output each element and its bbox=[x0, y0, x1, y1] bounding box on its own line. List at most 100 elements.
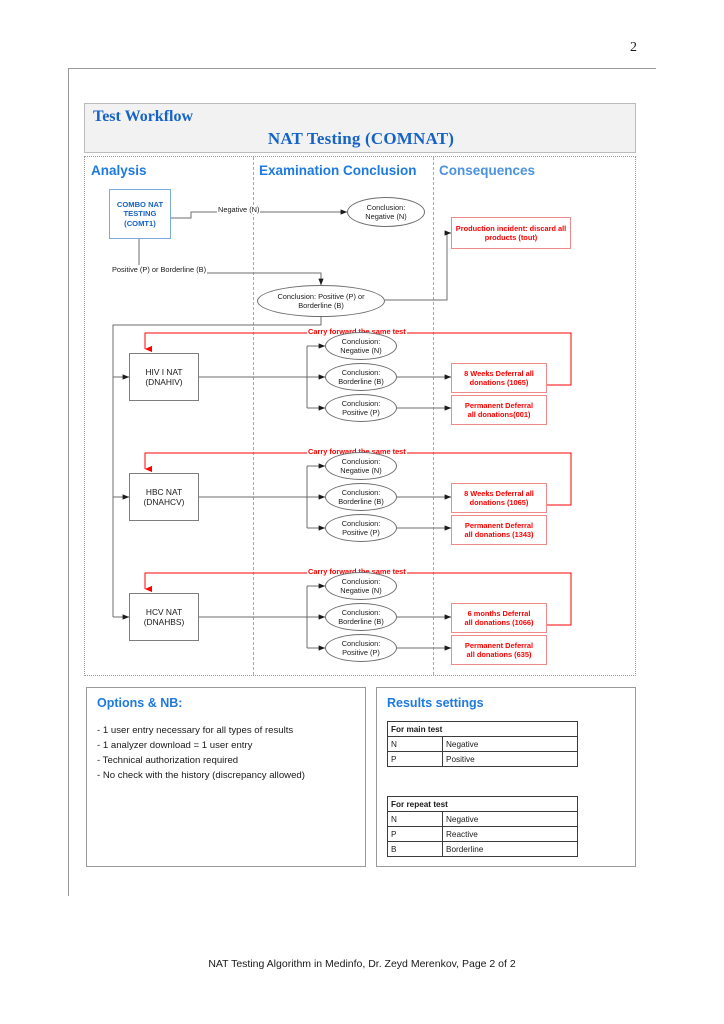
page-number: 2 bbox=[630, 40, 637, 55]
node-hiv-conclusion-positive[interactable]: Conclusion: Positive (P) bbox=[325, 394, 397, 422]
test-hbc-line-1: HBC NAT bbox=[145, 486, 183, 497]
hiv-positive-line-1: Conclusion: bbox=[341, 398, 381, 408]
edge-label-negative: Negative (N) bbox=[217, 205, 261, 214]
main-test-meaning-2: Positive bbox=[442, 751, 578, 767]
hiv-deferral-borderline-line-2: donations (1065) bbox=[469, 378, 529, 387]
options-panel-title: Options & NB: bbox=[97, 696, 183, 710]
test-hiv-line-2: (DNAHIV) bbox=[145, 377, 183, 387]
repeat-test-meaning-3: Borderline bbox=[442, 841, 578, 857]
repeat-test-meaning-1: Negative bbox=[442, 811, 578, 827]
options-item-4: - No check with the history (discrepancy… bbox=[97, 769, 305, 781]
table-row-header: For main test bbox=[387, 721, 578, 737]
node-hbc-conclusion-positive[interactable]: Conclusion: Positive (P) bbox=[325, 514, 397, 542]
table-row-header: For repeat test bbox=[387, 796, 578, 812]
page-frame-left-rule bbox=[68, 68, 69, 896]
conclusion-negative-line-2: Negative (N) bbox=[365, 212, 407, 221]
flow-diagram: Analysis Examination Conclusion Conseque… bbox=[84, 156, 636, 676]
test-hbc-line-2: (DNAHCV) bbox=[143, 497, 185, 507]
node-hbc-deferral-positive[interactable]: Permanent Deferral all donations (1343) bbox=[451, 515, 547, 545]
node-combo-nat-testing[interactable]: COMBO NAT TESTING (COMT1) bbox=[109, 189, 171, 239]
hiv-borderline-line-2: Borderline (B) bbox=[338, 377, 384, 386]
hcv-borderline-line-1: Conclusion: bbox=[341, 607, 381, 617]
hcv-positive-line-2: Positive (P) bbox=[342, 648, 380, 657]
page-footer: NAT Testing Algorithm in Medinfo, Dr. Ze… bbox=[208, 958, 516, 970]
main-test-code-2: P bbox=[387, 751, 443, 767]
title-band: Test Workflow NAT Testing (COMNAT) bbox=[84, 103, 636, 153]
hbc-borderline-line-1: Conclusion: bbox=[341, 487, 381, 497]
page-frame-top-rule bbox=[68, 68, 656, 69]
table-row: N Negative bbox=[387, 811, 578, 827]
table-row: P Reactive bbox=[387, 826, 578, 842]
node-hbc-conclusion-borderline[interactable]: Conclusion: Borderline (B) bbox=[325, 483, 397, 511]
hcv-negative-line-2: Negative (N) bbox=[340, 586, 382, 595]
hcv-positive-line-1: Conclusion: bbox=[341, 638, 381, 648]
node-hiv-conclusion-negative[interactable]: Conclusion: Negative (N) bbox=[325, 332, 397, 360]
repeat-test-header: For repeat test bbox=[387, 796, 578, 812]
hbc-deferral-borderline-line-2: donations (1065) bbox=[469, 498, 529, 507]
results-panel-title: Results settings bbox=[387, 696, 484, 710]
hcv-deferral-positive-line-2: all donations (635) bbox=[466, 650, 532, 659]
hiv-positive-line-2: Positive (P) bbox=[342, 408, 380, 417]
test-hcv-line-2: (DNAHBS) bbox=[143, 617, 185, 627]
combo-line-3: (COMT1) bbox=[124, 218, 156, 228]
hbc-deferral-borderline-line-1: 8 Weeks Deferral all bbox=[464, 488, 534, 498]
column-divider-1 bbox=[253, 157, 254, 675]
node-test-hiv[interactable]: HIV I NAT (DNAHIV) bbox=[129, 353, 199, 401]
main-test-table: For main test N Negative P Positive bbox=[387, 721, 578, 767]
node-test-hbc[interactable]: HBC NAT (DNAHCV) bbox=[129, 473, 199, 521]
hbc-borderline-line-2: Borderline (B) bbox=[338, 497, 384, 506]
conclusion-negative-line-1: Conclusion: bbox=[366, 202, 406, 212]
hiv-deferral-positive-line-1: Permanent Deferral bbox=[464, 400, 534, 410]
node-production-incident[interactable]: Production incident: discard all product… bbox=[451, 217, 571, 249]
column-header-consequences: Consequences bbox=[439, 163, 536, 178]
node-conclusion-positive-or-borderline[interactable]: Conclusion: Positive (P) or Borderline (… bbox=[257, 285, 385, 317]
node-hcv-conclusion-positive[interactable]: Conclusion: Positive (P) bbox=[325, 634, 397, 662]
node-hiv-deferral-borderline[interactable]: 8 Weeks Deferral all donations (1065) bbox=[451, 363, 547, 393]
node-hbc-deferral-borderline[interactable]: 8 Weeks Deferral all donations (1065) bbox=[451, 483, 547, 513]
node-hbc-conclusion-negative[interactable]: Conclusion: Negative (N) bbox=[325, 452, 397, 480]
edge-label-positive-borderline: Positive (P) or Borderline (B) bbox=[111, 265, 208, 274]
repeat-test-code-3: B bbox=[387, 841, 443, 857]
column-divider-2 bbox=[433, 157, 434, 675]
repeat-test-code-1: N bbox=[387, 811, 443, 827]
hcv-deferral-positive-line-1: Permanent Deferral bbox=[464, 640, 534, 650]
column-header-examination-conclusion: Examination Conclusion bbox=[259, 163, 417, 178]
node-hcv-conclusion-negative[interactable]: Conclusion: Negative (N) bbox=[325, 572, 397, 600]
node-hiv-conclusion-borderline[interactable]: Conclusion: Borderline (B) bbox=[325, 363, 397, 391]
hcv-negative-line-1: Conclusion: bbox=[341, 576, 381, 586]
repeat-test-meaning-2: Reactive bbox=[442, 826, 578, 842]
hiv-borderline-line-1: Conclusion: bbox=[341, 367, 381, 377]
node-hcv-deferral-borderline[interactable]: 6 months Deferral all donations (1066) bbox=[451, 603, 547, 633]
conclusion-pb-line-1: Conclusion: Positive (P) or bbox=[277, 291, 365, 301]
options-item-1: - 1 user entry necessary for all types o… bbox=[97, 725, 294, 736]
hbc-positive-line-2: Positive (P) bbox=[342, 528, 380, 537]
workflow-label: Test Workflow bbox=[93, 108, 194, 125]
node-hcv-conclusion-borderline[interactable]: Conclusion: Borderline (B) bbox=[325, 603, 397, 631]
options-panel: Options & NB: - 1 user entry necessary f… bbox=[86, 687, 366, 867]
hiv-negative-line-1: Conclusion: bbox=[341, 336, 381, 346]
node-conclusion-negative-top[interactable]: Conclusion: Negative (N) bbox=[347, 197, 425, 227]
main-test-meaning-1: Negative bbox=[442, 736, 578, 752]
hbc-positive-line-1: Conclusion: bbox=[341, 518, 381, 528]
conclusion-pb-line-2: Borderline (B) bbox=[298, 301, 344, 310]
hbc-negative-line-1: Conclusion: bbox=[341, 456, 381, 466]
production-incident-line-1: Production incident: discard all bbox=[455, 223, 567, 233]
hbc-deferral-positive-line-1: Permanent Deferral bbox=[464, 520, 534, 530]
node-hiv-deferral-positive[interactable]: Permanent Deferral all donations(001) bbox=[451, 395, 547, 425]
hcv-borderline-line-2: Borderline (B) bbox=[338, 617, 384, 626]
results-settings-panel: Results settings For main test N Negativ… bbox=[376, 687, 636, 867]
table-row: N Negative bbox=[387, 736, 578, 752]
main-test-header: For main test bbox=[387, 721, 578, 737]
test-hiv-line-1: HIV I NAT bbox=[145, 366, 183, 377]
hiv-deferral-borderline-line-1: 8 Weeks Deferral all bbox=[464, 368, 534, 378]
hbc-deferral-positive-line-2: all donations (1343) bbox=[464, 530, 534, 539]
node-hcv-deferral-positive[interactable]: Permanent Deferral all donations (635) bbox=[451, 635, 547, 665]
page-title: NAT Testing (COMNAT) bbox=[267, 129, 455, 148]
hiv-negative-line-2: Negative (N) bbox=[340, 346, 382, 355]
options-item-3: - Technical authorization required bbox=[97, 754, 239, 766]
node-test-hcv[interactable]: HCV NAT (DNAHBS) bbox=[129, 593, 199, 641]
repeat-test-code-2: P bbox=[387, 826, 443, 842]
repeat-test-table: For repeat test N Negative P Reactive B … bbox=[387, 796, 578, 857]
table-row: P Positive bbox=[387, 751, 578, 767]
